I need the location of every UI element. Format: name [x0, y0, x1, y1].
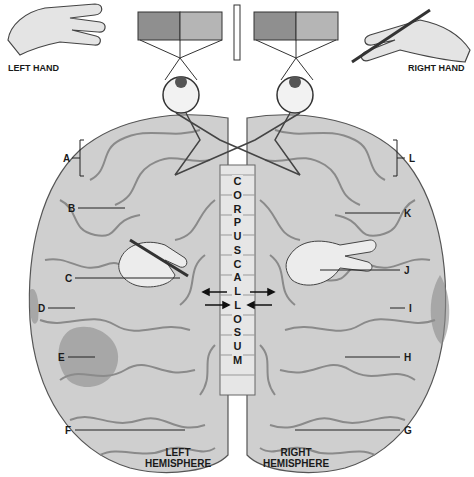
- left-hand: [8, 4, 105, 55]
- hand-label: RIGHT HAND: [408, 64, 465, 74]
- callout-letter: E: [58, 352, 65, 363]
- callout-letter: B: [68, 203, 75, 214]
- callout-letter: C: [65, 273, 72, 284]
- callout-letter: F: [65, 425, 71, 436]
- pencil: [352, 10, 430, 62]
- right-hand: [361, 20, 470, 62]
- hemisphere-label: LEFT HEMISPHERE: [138, 447, 218, 469]
- callout-letter: L: [409, 153, 415, 164]
- callout-letter: J: [404, 265, 410, 276]
- callout-letter: G: [404, 425, 412, 436]
- callout-letter: D: [38, 303, 45, 314]
- hemisphere-label: RIGHT HEMISPHERE: [256, 447, 336, 469]
- callout-letter: K: [404, 208, 411, 219]
- hand-label: LEFT HAND: [8, 64, 59, 74]
- callout-letter: I: [409, 303, 412, 314]
- callout-letter: H: [404, 352, 411, 363]
- callout-letter: A: [63, 153, 70, 164]
- structure-label: CORPUS CALLOSUM: [232, 175, 243, 368]
